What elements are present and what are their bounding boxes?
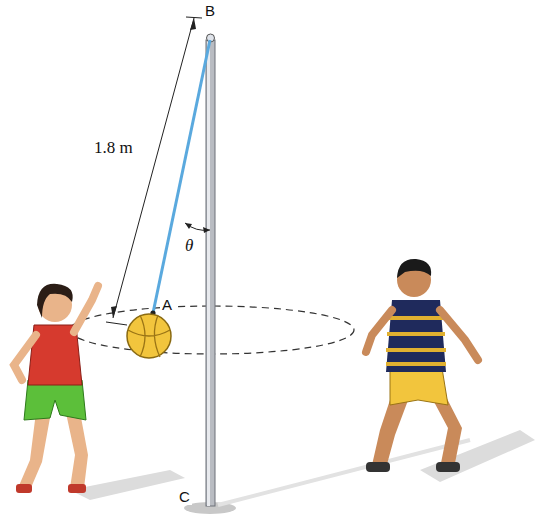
dimension-line — [113, 18, 194, 318]
girl — [14, 284, 98, 493]
point-label: A — [160, 296, 174, 313]
angle-arrows — [185, 223, 210, 233]
dim-arrows — [111, 18, 196, 318]
ball — [127, 314, 171, 358]
boy — [366, 259, 478, 472]
pole-shadow — [218, 440, 470, 505]
point-label: C — [177, 488, 192, 505]
dim-extension — [186, 17, 202, 18]
rope — [153, 40, 210, 313]
dim-extension — [106, 322, 127, 325]
pole — [206, 40, 215, 506]
angle-label: θ — [183, 236, 195, 255]
point-label: B — [203, 2, 217, 19]
ball-seams — [128, 315, 170, 357]
girl-shadow — [70, 470, 185, 500]
boy-shadow — [420, 430, 535, 482]
pole-highlight — [207, 40, 210, 506]
dimension: 1.8 m — [92, 138, 135, 157]
